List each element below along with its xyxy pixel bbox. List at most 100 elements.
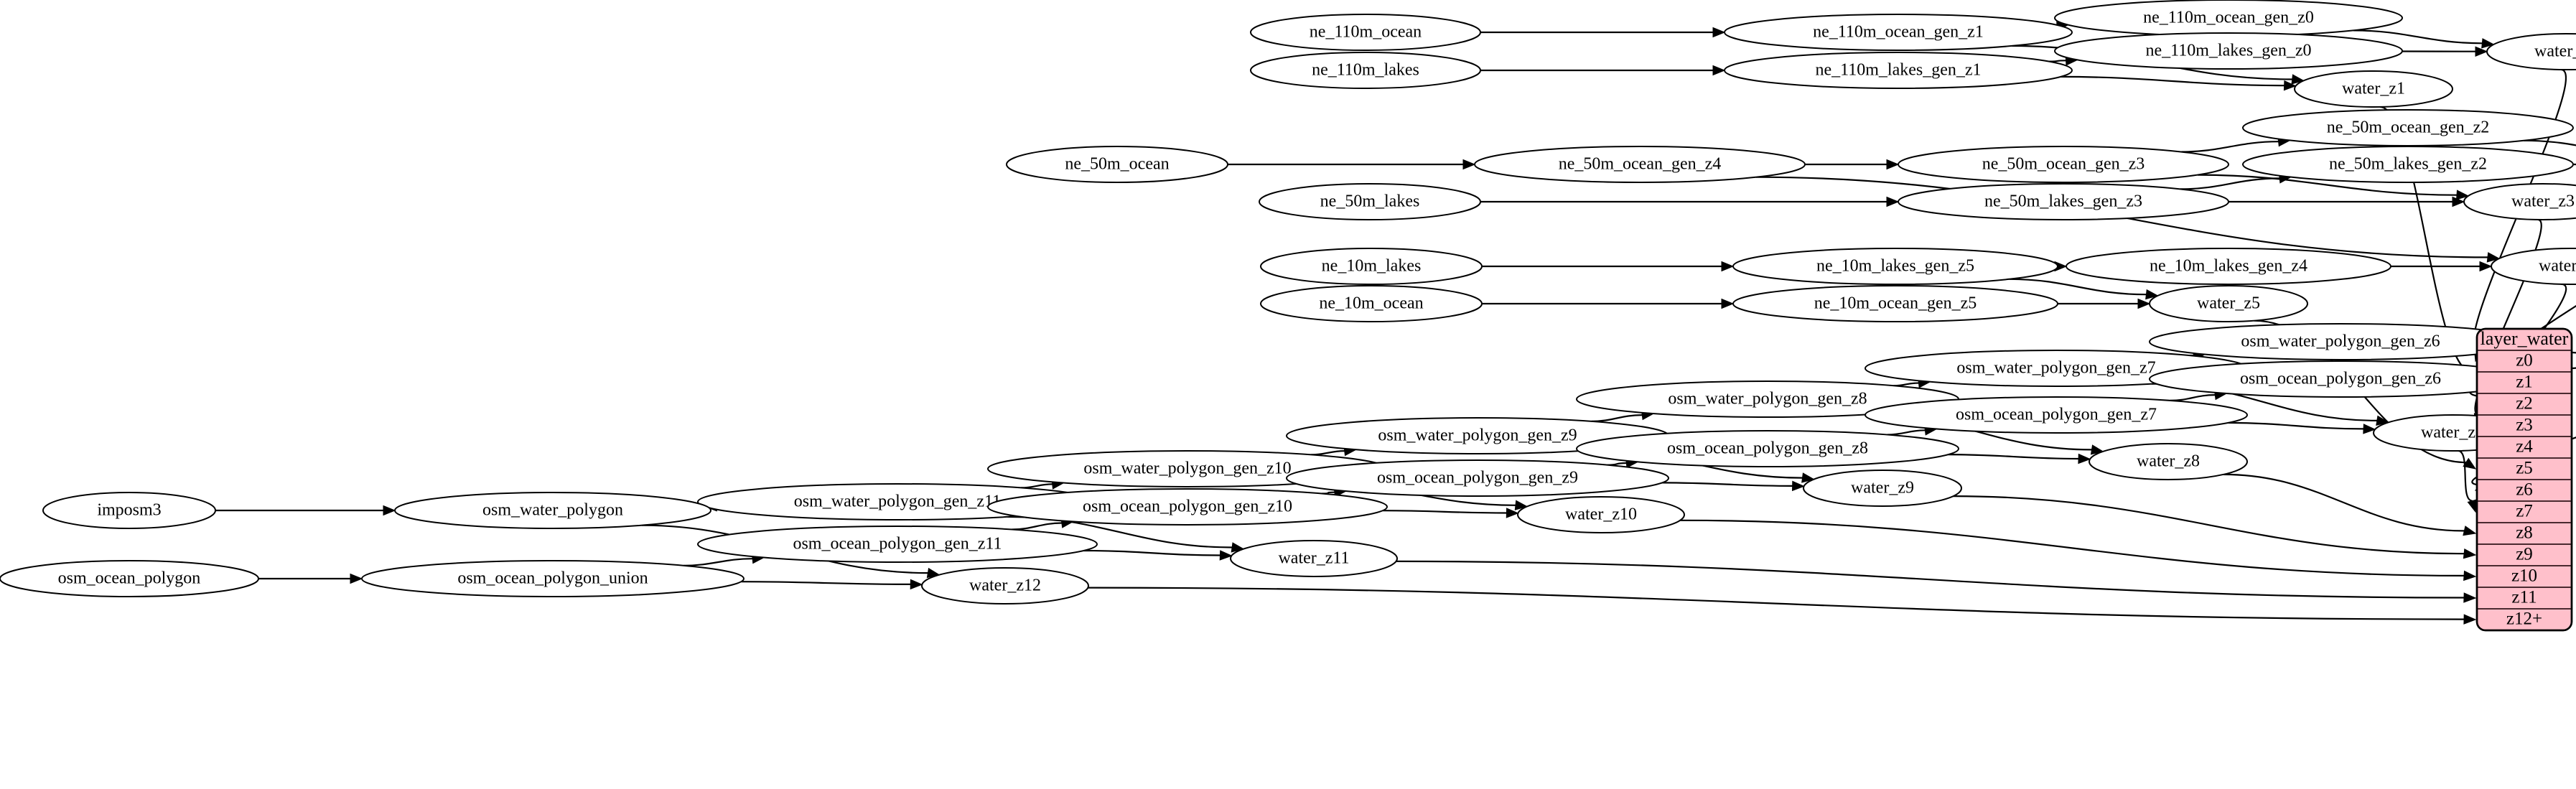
- graph-node-water_z4[interactable]: water_z4: [2491, 248, 2576, 285]
- node-label: ne_50m_lakes: [1320, 192, 1420, 211]
- graph-node-ne_10m_lakes_gen_z4[interactable]: ne_10m_lakes_gen_z4: [2066, 248, 2391, 285]
- graph-node-water_z10[interactable]: water_z10: [1517, 496, 1685, 533]
- node-label: water_z3: [2511, 192, 2575, 211]
- node-shape: [1006, 146, 1228, 183]
- graph-node-ne_110m_lakes_gen_z1[interactable]: ne_110m_lakes_gen_z1: [1724, 52, 2073, 89]
- graph-node-ne_50m_lakes_gen_z2[interactable]: ne_50m_lakes_gen_z2: [2242, 146, 2574, 183]
- graph-node-osm_water_polygon_gen_z9[interactable]: osm_water_polygon_gen_z9: [1286, 417, 1669, 454]
- node-shape: [921, 567, 1089, 604]
- layer-water-table[interactable]: layer_waterz0z1z2z3z4z5z6z7z8z9z10z11z12…: [2475, 327, 2573, 632]
- node-label: ne_10m_lakes_gen_z5: [1816, 257, 1974, 276]
- arrow-head-icon: [2463, 570, 2477, 582]
- node-shape: [2491, 248, 2576, 285]
- graph-node-osm_ocean_polygon[interactable]: osm_ocean_polygon: [0, 560, 259, 597]
- graph-node-water_z11[interactable]: water_z11: [1230, 540, 1398, 577]
- graph-node-water_z5[interactable]: water_z5: [2149, 285, 2308, 322]
- graph-node-ne_50m_ocean_gen_z2[interactable]: ne_50m_ocean_gen_z2: [2242, 109, 2574, 146]
- node-label: ne_10m_lakes: [1322, 257, 1422, 276]
- edge: [1311, 450, 1345, 456]
- graph-node-ne_50m_ocean_gen_z4[interactable]: ne_50m_ocean_gen_z4: [1474, 146, 1806, 183]
- edge: [1887, 429, 1926, 436]
- node-label: ne_10m_ocean: [1319, 294, 1423, 313]
- graph-node-ne_110m_ocean_gen_z0[interactable]: ne_110m_ocean_gen_z0: [2054, 0, 2403, 37]
- edge: [1948, 454, 2079, 460]
- node-label: ne_10m_ocean_gen_z5: [1814, 294, 1977, 313]
- node-label: osm_ocean_polygon_gen_z10: [1083, 498, 1292, 516]
- graph-node-water_z1[interactable]: water_z1: [2294, 70, 2453, 108]
- graph-node-osm_ocean_polygon_gen_z6[interactable]: osm_ocean_polygon_gen_z6: [2149, 360, 2532, 398]
- node-label: ne_110m_lakes_gen_z0: [2145, 42, 2311, 60]
- table-row-z9[interactable]: z9: [2516, 545, 2533, 564]
- graph-node-ne_110m_lakes_gen_z0[interactable]: ne_110m_lakes_gen_z0: [2054, 32, 2403, 70]
- node-shape: [1250, 52, 1481, 89]
- edge: [1893, 382, 1919, 387]
- table-row-z7[interactable]: z7: [2516, 502, 2533, 521]
- graph-node-water_z3[interactable]: water_z3: [2463, 183, 2576, 220]
- node-shape: [1517, 496, 1685, 533]
- edge: [1591, 414, 1643, 422]
- graph-node-ne_110m_lakes[interactable]: ne_110m_lakes: [1250, 52, 1481, 89]
- node-label: osm_ocean_polygon_gen_z6: [2240, 370, 2441, 388]
- table-row-z11[interactable]: z11: [2511, 588, 2537, 607]
- graph-node-ne_110m_ocean_gen_z1[interactable]: ne_110m_ocean_gen_z1: [1724, 14, 2073, 51]
- node-label: ne_110m_ocean_gen_z0: [2143, 9, 2314, 27]
- arrow-head-icon: [1514, 500, 1529, 510]
- graph-node-ne_50m_ocean_gen_z3[interactable]: ne_50m_ocean_gen_z3: [1898, 146, 2229, 183]
- table-row-z4[interactable]: z4: [2516, 437, 2533, 457]
- graph-node-osm_water_polygon_gen_z6[interactable]: osm_water_polygon_gen_z6: [2149, 323, 2532, 360]
- graph-node-osm_ocean_polygon_gen_z8[interactable]: osm_ocean_polygon_gen_z8: [1576, 430, 1959, 467]
- graph-node-ne_10m_ocean_gen_z5[interactable]: ne_10m_ocean_gen_z5: [1732, 285, 2058, 322]
- node-shape: [2149, 285, 2308, 322]
- node-shape: [697, 526, 1098, 563]
- graph-node-ne_50m_lakes[interactable]: ne_50m_lakes: [1259, 183, 1481, 220]
- table-outline: [2475, 327, 2573, 632]
- node-label: osm_water_polygon_gen_z11: [794, 492, 1001, 511]
- node-label: water_z4: [2539, 257, 2576, 276]
- graph-node-osm_water_polygon[interactable]: osm_water_polygon: [394, 492, 711, 529]
- edge: [2353, 29, 2483, 45]
- graph-node-water_z12[interactable]: water_z12: [921, 567, 1089, 604]
- node-label: ne_50m_ocean_gen_z4: [1559, 155, 1722, 174]
- node-label: ne_50m_lakes_gen_z3: [1984, 192, 2142, 211]
- graph-node-water_z9[interactable]: water_z9: [1803, 470, 1962, 507]
- node-label: ne_50m_ocean_gen_z2: [2327, 118, 2490, 137]
- graph-node-ne_50m_lakes_gen_z3[interactable]: ne_50m_lakes_gen_z3: [1898, 183, 2229, 220]
- table-row-z10[interactable]: z10: [2511, 566, 2537, 586]
- arrow-head-icon: [1506, 508, 1519, 518]
- node-label: water_z0: [2534, 42, 2576, 61]
- graph-node-ne_10m_lakes[interactable]: ne_10m_lakes: [1260, 248, 1483, 285]
- arrow-head-icon: [2283, 80, 2297, 91]
- graph-node-osm_ocean_polygon_gen_z10[interactable]: osm_ocean_polygon_gen_z10: [987, 488, 1388, 526]
- node-label: osm_water_polygon_gen_z7: [1956, 359, 2155, 378]
- node-label: osm_ocean_polygon_union: [457, 569, 648, 588]
- table-row-z12+[interactable]: z12+: [2506, 610, 2542, 629]
- graph-node-osm_water_polygon_gen_z8[interactable]: osm_water_polygon_gen_z8: [1576, 381, 1959, 418]
- table-row-z1[interactable]: z1: [2516, 373, 2533, 392]
- node-label: ne_110m_lakes_gen_z1: [1815, 61, 1981, 80]
- node-shape: [1803, 470, 1962, 507]
- node-shape: [0, 560, 259, 597]
- graph-node-ne_50m_ocean[interactable]: ne_50m_ocean: [1006, 146, 1228, 183]
- arrow-head-icon: [2137, 298, 2151, 309]
- node-shape: [1260, 285, 1483, 322]
- graph-node-osm_ocean_polygon_gen_z9[interactable]: osm_ocean_polygon_gen_z9: [1286, 459, 1669, 497]
- graph-node-osm_ocean_polygon_gen_z11[interactable]: osm_ocean_polygon_gen_z11: [697, 526, 1098, 563]
- graph-node-water_z0[interactable]: water_z0: [2486, 33, 2576, 70]
- table-row-z5[interactable]: z5: [2516, 459, 2533, 478]
- graph-node-ne_10m_ocean[interactable]: ne_10m_ocean: [1260, 285, 1483, 322]
- table-row-z8[interactable]: z8: [2516, 523, 2533, 543]
- table-row-z6[interactable]: z6: [2516, 480, 2533, 500]
- graph-node-osm_ocean_polygon_union[interactable]: osm_ocean_polygon_union: [361, 560, 745, 597]
- graph-node-ne_10m_lakes_gen_z5[interactable]: ne_10m_lakes_gen_z5: [1732, 248, 2058, 285]
- arrow-head-icon: [1721, 261, 1735, 272]
- graph-node-osm_ocean_polygon_gen_z7[interactable]: osm_ocean_polygon_gen_z7: [1865, 396, 2248, 434]
- table-row-z0[interactable]: z0: [2516, 351, 2533, 370]
- graph-node-imposm3[interactable]: imposm3: [42, 492, 216, 529]
- node-label: osm_ocean_polygon_gen_z7: [1956, 406, 2157, 424]
- graph-node-ne_110m_ocean[interactable]: ne_110m_ocean: [1250, 14, 1481, 51]
- table-row-z3[interactable]: z3: [2516, 416, 2533, 435]
- edge: [1662, 482, 1793, 487]
- table-row-z2[interactable]: z2: [2516, 394, 2533, 414]
- graph-node-water_z8[interactable]: water_z8: [2089, 443, 2248, 480]
